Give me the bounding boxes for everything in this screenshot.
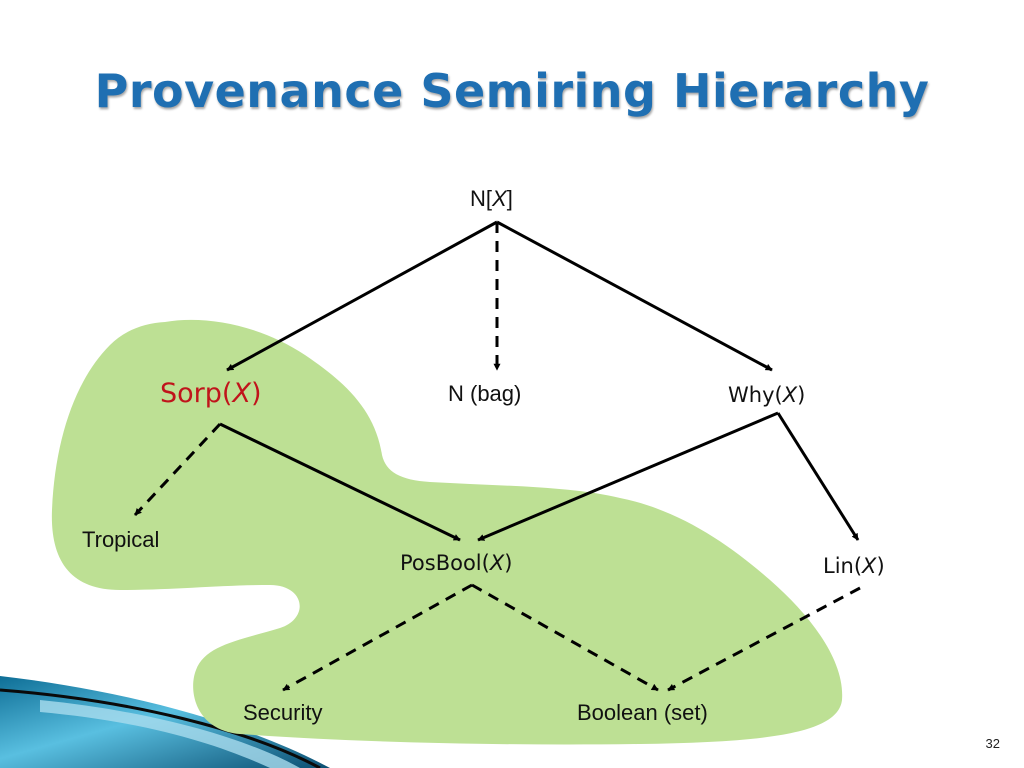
node-nx-close: ] bbox=[506, 186, 513, 211]
node-lin: Lin(X) bbox=[823, 553, 885, 579]
node-sorp-close: ) bbox=[250, 378, 262, 409]
node-why: Why(X) bbox=[728, 382, 805, 408]
node-nbag: N (bag) bbox=[448, 381, 522, 406]
node-why-close: ) bbox=[797, 383, 806, 407]
slide-title: Provenance Semiring Hierarchy bbox=[94, 64, 930, 118]
edge-why-to-posbool bbox=[477, 411, 779, 542]
page-number: 32 bbox=[985, 736, 1000, 751]
node-posbool-close: ) bbox=[504, 551, 513, 575]
corner-swoosh-light bbox=[40, 700, 300, 768]
node-posbool: PosBool(X) bbox=[400, 550, 512, 576]
corner-swoosh-line bbox=[0, 688, 321, 768]
node-posbool-var: X bbox=[489, 551, 505, 575]
edge-nx-to-why bbox=[496, 220, 773, 372]
node-security: Security bbox=[243, 700, 323, 725]
edge-posbool-to-security bbox=[282, 583, 473, 692]
node-nx-base: N[ bbox=[470, 186, 492, 211]
edge-why-to-lin bbox=[776, 412, 860, 541]
node-nx: N[X] bbox=[470, 186, 513, 212]
edge-sorp-to-posbool bbox=[219, 422, 461, 542]
node-nx-var: X bbox=[492, 186, 507, 211]
node-lin-var: X bbox=[862, 554, 877, 578]
edge-sorp-to-tropical bbox=[133, 422, 222, 517]
node-tropical: Tropical bbox=[82, 527, 160, 552]
edge-lin-to-boolean bbox=[667, 586, 861, 692]
node-posbool-base: PosBool( bbox=[400, 551, 490, 575]
node-sorp-base: Sorp( bbox=[160, 378, 233, 409]
node-lin-close: ) bbox=[876, 554, 885, 578]
edge-posbool-to-boolean bbox=[471, 583, 659, 692]
node-sorp: Sorp(X) bbox=[160, 378, 261, 410]
edge-nx-to-sorp bbox=[226, 220, 498, 372]
node-why-base: Why( bbox=[728, 383, 783, 407]
node-lin-base: Lin( bbox=[823, 554, 863, 578]
node-boolean: Boolean (set) bbox=[577, 700, 708, 725]
node-why-var: X bbox=[782, 383, 798, 407]
edges-layer bbox=[133, 220, 861, 692]
node-sorp-var: X bbox=[232, 378, 251, 409]
